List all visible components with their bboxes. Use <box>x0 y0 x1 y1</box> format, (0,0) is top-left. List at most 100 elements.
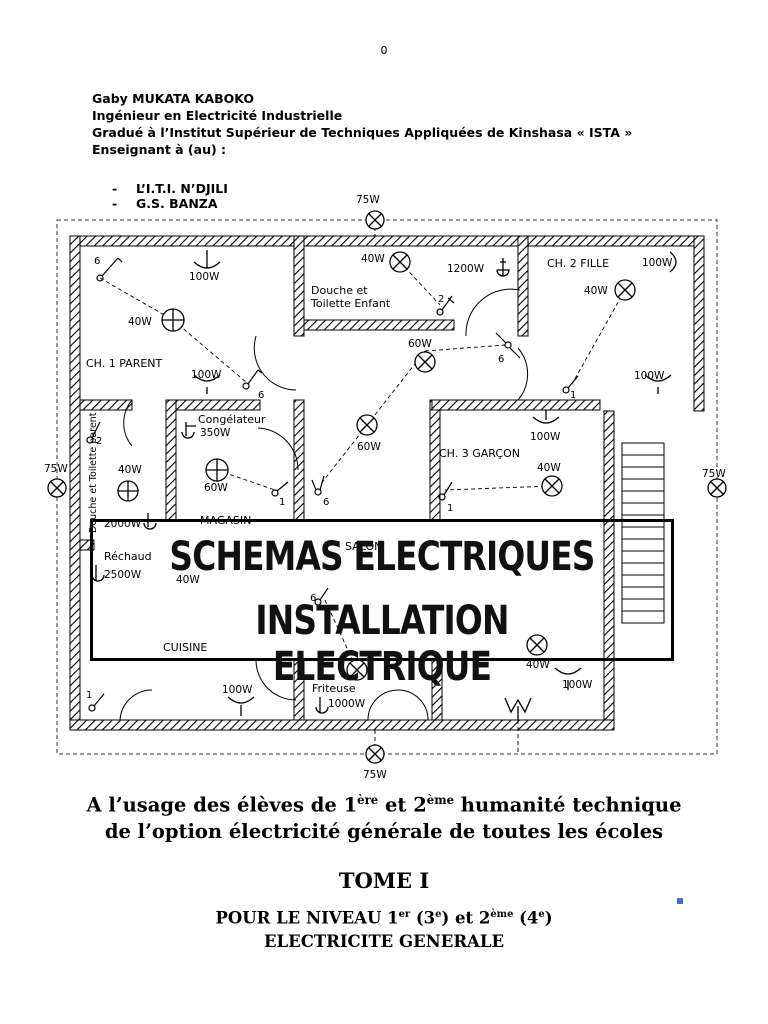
power-label: 75W <box>702 468 726 480</box>
banner-title-line2: INSTALLATION ELECTRIQUE <box>255 598 509 690</box>
plus-lamp-icon <box>117 480 139 502</box>
switch-icon <box>88 693 105 712</box>
switch-icon <box>86 421 101 444</box>
lamp-icon <box>614 279 636 301</box>
niveau-text: POUR LE NIVEAU 1er (3e) et 2ème (4e) ELE… <box>0 903 768 953</box>
page-number: 0 <box>380 44 388 57</box>
blue-marker <box>677 898 683 904</box>
power-label: 100W <box>189 271 220 283</box>
circuit-number: 6 <box>310 593 316 604</box>
room-label: Friteuse <box>312 682 356 695</box>
power-label: 40W <box>584 285 608 297</box>
circuit-number: 1 <box>447 503 453 514</box>
niveau-line2: ELECTRICITE GENERALE <box>263 931 505 951</box>
room-label: CH. 1 PARENT <box>86 357 163 370</box>
power-label: 100W <box>562 679 593 691</box>
power-label: 1200W <box>447 263 485 275</box>
power-label: 75W <box>356 194 380 206</box>
plus-lamp-icon <box>161 308 185 332</box>
circuit-number: 6 <box>323 497 329 508</box>
lamp-icon <box>526 634 548 656</box>
power-label: 2500W <box>104 569 142 581</box>
author-teaching: Enseignant à (au) : <box>92 142 227 157</box>
lamp-icons <box>47 210 727 764</box>
power-label: 40W <box>176 574 200 586</box>
power-label: 100W <box>191 369 222 381</box>
lamp-icon <box>365 210 385 230</box>
floor-plan-diagram: CH. 1 PARENT Douche et Toilette Enfant C… <box>44 194 727 781</box>
plus-lamp-icon <box>205 458 229 482</box>
outlet-icon <box>496 258 510 277</box>
circuit-number: 2 <box>96 436 102 447</box>
lamp-icon <box>365 744 385 764</box>
room-label: Réchaud <box>104 550 152 563</box>
tome-title: TOME I <box>338 868 430 893</box>
wall-lamp-icon <box>227 696 255 716</box>
power-label: 40W <box>526 659 550 671</box>
usage-text: A l’usage des élèves de 1ère et 2ème hum… <box>0 787 768 845</box>
room-label: Douche et <box>311 284 368 297</box>
wall-lamp-icon <box>193 250 221 269</box>
author-name: Gaby MUKATA KABOKO <box>92 91 254 106</box>
usage-line2: de l’option électricité générale de tout… <box>104 819 664 843</box>
switch-icon <box>562 375 579 394</box>
staircase <box>621 442 665 624</box>
wall-lamp-icon <box>669 251 677 273</box>
power-label: 100W <box>530 431 561 443</box>
switch-icon <box>242 369 263 390</box>
switch-icons <box>86 257 579 712</box>
plus-lamp-icons <box>117 308 229 502</box>
school-item: -G.S. BANZA <box>112 196 218 211</box>
doors <box>119 288 529 721</box>
niveau-line1: POUR LE NIVEAU 1er (3e) et 2ème (4e) <box>215 908 553 928</box>
circuit-number: 1 <box>570 390 576 401</box>
switch-icon <box>438 481 453 501</box>
wall-lamp-icon <box>504 697 532 720</box>
power-label: 1000W <box>328 698 366 710</box>
school-item: -L’I.T.I. N’DJILI <box>112 181 228 196</box>
outlet-icon <box>315 697 329 714</box>
lamp-icon <box>414 351 436 373</box>
power-label: 100W <box>222 684 253 696</box>
power-label: 60W <box>357 441 381 453</box>
power-label: 40W <box>118 464 142 476</box>
circuit-number: 2 <box>438 294 444 305</box>
switch-icon <box>495 332 521 359</box>
switch-icon <box>314 587 329 606</box>
circuit-number: 1 <box>279 497 285 508</box>
power-label: 40W <box>128 316 152 328</box>
power-label: 100W <box>642 257 673 269</box>
lamp-icon <box>541 475 563 497</box>
room-label: SALON <box>345 540 382 553</box>
power-label: 60W <box>408 338 432 350</box>
wall-lamp-icon <box>193 374 221 394</box>
switch-icon <box>271 481 289 497</box>
switch-icon <box>436 295 455 316</box>
power-label: 40W <box>361 253 385 265</box>
switch-icon <box>96 257 123 282</box>
circuit-number: 6 <box>94 256 100 267</box>
room-label: Toilette Enfant <box>310 297 391 310</box>
circuit-number: 1 <box>86 690 92 701</box>
power-label: 75W <box>363 769 387 781</box>
lamp-icon <box>47 478 67 498</box>
banner-title-line1: SCHEMAS ELECTRIQUES <box>169 534 595 580</box>
author-title: Ingénieur en Electricité Industrielle <box>92 108 343 123</box>
room-label: CUISINE <box>163 641 207 654</box>
switch-icon <box>311 475 325 496</box>
lamp-icon <box>356 414 378 436</box>
title-banner: SCHEMAS ELECTRIQUES INSTALLATION ELECTRI… <box>90 519 674 690</box>
lamp-icon <box>389 251 411 273</box>
author-degree: Gradué à l’Institut Supérieur de Techniq… <box>92 125 633 140</box>
wall-lamp-icon <box>554 667 582 690</box>
power-label: 75W <box>44 463 68 475</box>
schools-list: -L’I.T.I. N’DJILI -G.S. BANZA <box>112 181 228 211</box>
wall-lamp-icons <box>193 250 677 720</box>
lamp-icon <box>707 478 727 498</box>
room-label: Douche et Toilette parent <box>88 412 99 533</box>
power-label: 350W <box>200 427 231 439</box>
wall-lamp-icon <box>532 410 560 424</box>
circuit-number: 6 <box>498 354 504 365</box>
room-label: CH. 2 FILLE <box>547 257 609 270</box>
power-label: 60W <box>204 482 228 494</box>
